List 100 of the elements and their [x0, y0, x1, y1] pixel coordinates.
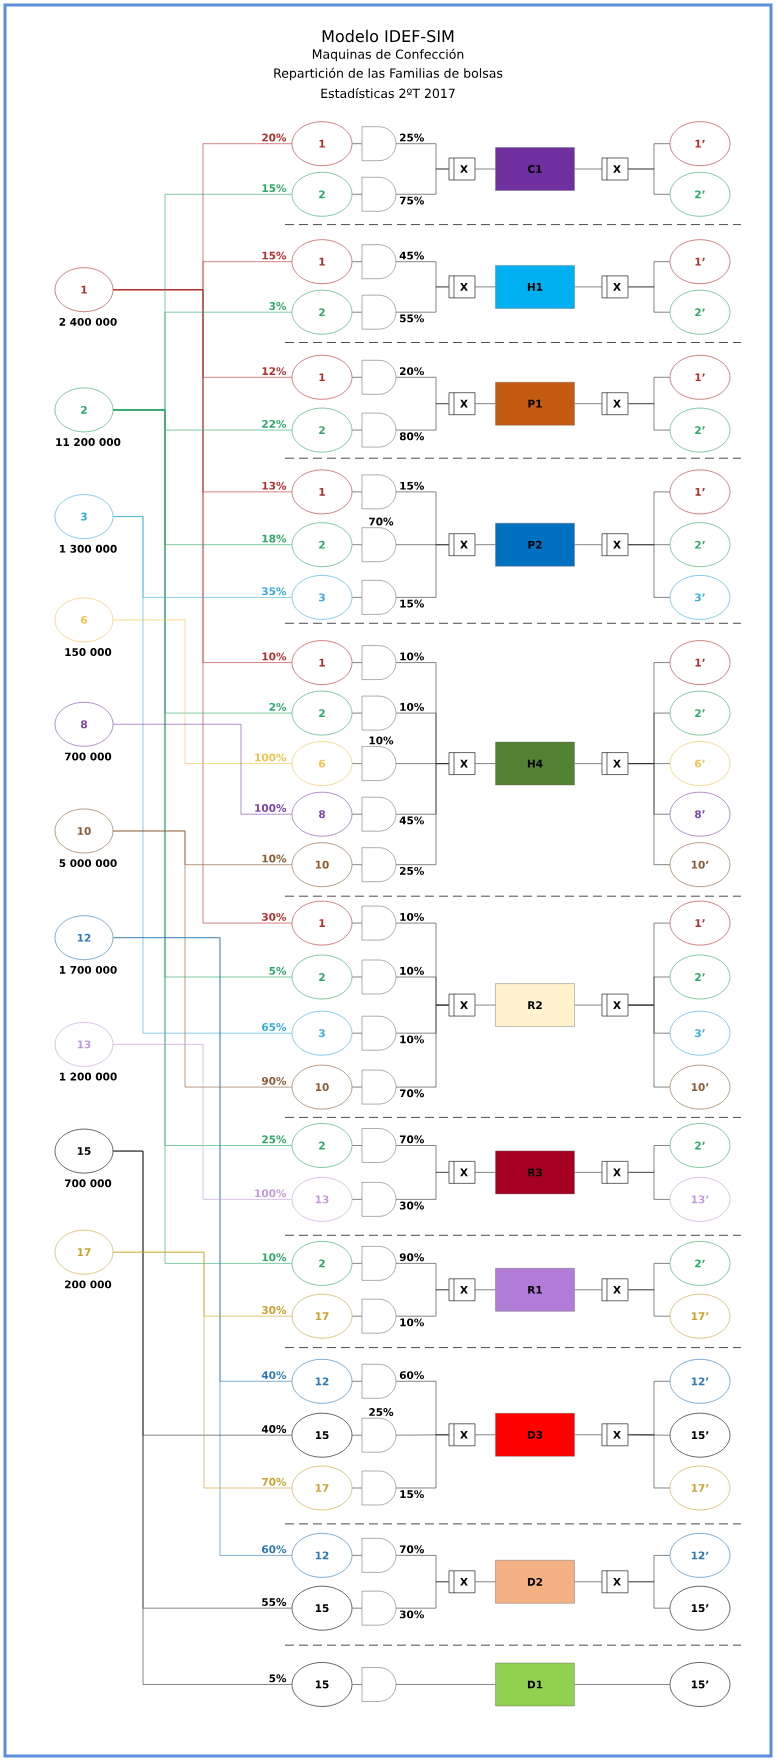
connector-line: [628, 1581, 670, 1609]
junction-box: X: [601, 392, 629, 415]
connector-line: [574, 1581, 602, 1583]
connector-line: [352, 1487, 363, 1489]
percentage-label: 10%: [260, 1252, 288, 1263]
percentage-label: 20%: [260, 132, 288, 143]
connector-line: [352, 662, 363, 663]
connector-line: [352, 597, 363, 598]
machine-box: C1: [495, 147, 575, 191]
junction-box: X: [448, 752, 476, 775]
connector-line: [628, 1434, 670, 1489]
percentage-label: 5%: [267, 965, 288, 976]
percentage-label: 30%: [399, 1610, 424, 1619]
percentage-label: 25%: [369, 1408, 394, 1416]
percentage-label: 60%: [399, 1371, 424, 1380]
connector-line: [352, 1315, 363, 1317]
connector-line: [352, 1434, 363, 1436]
connector-line: [475, 1434, 496, 1436]
percentage-label: 2%: [267, 701, 288, 712]
junction-box: X: [448, 1423, 476, 1447]
machine-box: R1: [495, 1268, 575, 1312]
connector-line: [352, 429, 363, 431]
machine-box: P2: [495, 523, 575, 567]
percentage-label: 10%: [369, 736, 394, 745]
percentage-label: 22%: [260, 418, 288, 429]
connector-line: [113, 516, 292, 1034]
percentage-label: 45%: [399, 251, 424, 260]
percentage-label: 15%: [400, 481, 424, 490]
quantity-label: 2 400 000: [59, 317, 117, 326]
connector-line: [395, 168, 449, 195]
quantity-label: 1 200 000: [59, 1072, 117, 1081]
connector-line: [475, 403, 496, 404]
machine-box: D2: [495, 1560, 575, 1604]
connector-line: [574, 1684, 670, 1685]
and-gate: [361, 1667, 397, 1702]
connector-line: [352, 1263, 363, 1264]
percentage-label: 10%: [400, 652, 424, 661]
junction-box: X: [601, 1278, 629, 1302]
connector-line: [395, 1684, 496, 1685]
connector-line: [352, 194, 363, 195]
subtitle: Estadísticas 2ºT 2017: [321, 87, 455, 99]
percentage-label: 10%: [400, 1318, 424, 1327]
junction-box: X: [448, 392, 476, 415]
subtitle: Repartición de las Familias de bolsas: [274, 67, 503, 81]
connector-line: [628, 1004, 670, 1088]
percentage-label: 70%: [399, 1089, 424, 1098]
machine-box: R2: [495, 983, 575, 1027]
percentage-label: 10%: [400, 966, 424, 975]
connector-line: [628, 544, 670, 598]
connector-line: [628, 763, 670, 865]
connector-line: [574, 1172, 602, 1173]
connector-line: [352, 491, 363, 493]
percentage-label: 55%: [400, 314, 424, 323]
quantity-label: 1 300 000: [59, 544, 117, 553]
junction-box: X: [448, 533, 476, 556]
connector-line: [395, 1172, 449, 1200]
connector-line: [352, 1086, 363, 1088]
junction-box: X: [448, 1278, 476, 1302]
connector-line: [574, 286, 602, 288]
connector-line: [475, 168, 496, 170]
quantity-label: 700 000: [64, 1179, 112, 1188]
connector-line: [113, 619, 292, 764]
connector-line: [352, 1032, 363, 1034]
junction-box: X: [601, 1161, 629, 1184]
junction-box: X: [448, 1161, 476, 1184]
connector-line: [352, 813, 363, 815]
connector-line: [574, 1434, 602, 1436]
percentage-label: 100%: [253, 1188, 288, 1199]
connector-line: [352, 1607, 363, 1609]
percentage-label: 15%: [260, 250, 288, 261]
connector-line: [628, 286, 670, 313]
percentage-label: 10%: [400, 702, 424, 711]
percentage-label: 10%: [260, 651, 288, 662]
connector-line: [352, 1381, 363, 1382]
quantity-label: 11 200 000: [56, 438, 121, 446]
connector-line: [395, 403, 449, 431]
percentage-label: 70%: [399, 1545, 424, 1554]
junction-box: X: [601, 157, 629, 181]
junction-box: X: [601, 1423, 629, 1447]
percentage-label: 25%: [260, 1134, 288, 1145]
percentage-label: 25%: [400, 866, 424, 875]
connector-line: [475, 1581, 496, 1583]
connector-line: [574, 403, 602, 404]
connector-line: [352, 311, 363, 313]
junction-box: X: [601, 1570, 629, 1594]
percentage-label: 12%: [260, 366, 288, 377]
percentage-label: 80%: [399, 432, 424, 441]
percentage-label: 10%: [400, 1035, 424, 1044]
connector-line: [352, 143, 363, 144]
connector-line: [475, 1004, 496, 1006]
percentage-label: 15%: [400, 599, 424, 608]
connector-line: [628, 168, 670, 195]
connector-line: [352, 763, 363, 764]
title: Modelo IDEF-SIM: [322, 29, 454, 43]
percentage-label: 40%: [260, 1424, 288, 1434]
machine-box: R3: [495, 1150, 575, 1195]
junction-box: X: [601, 993, 629, 1017]
connector-line: [574, 544, 602, 545]
connector-line: [574, 1289, 602, 1291]
percentage-label: 70%: [369, 517, 394, 526]
